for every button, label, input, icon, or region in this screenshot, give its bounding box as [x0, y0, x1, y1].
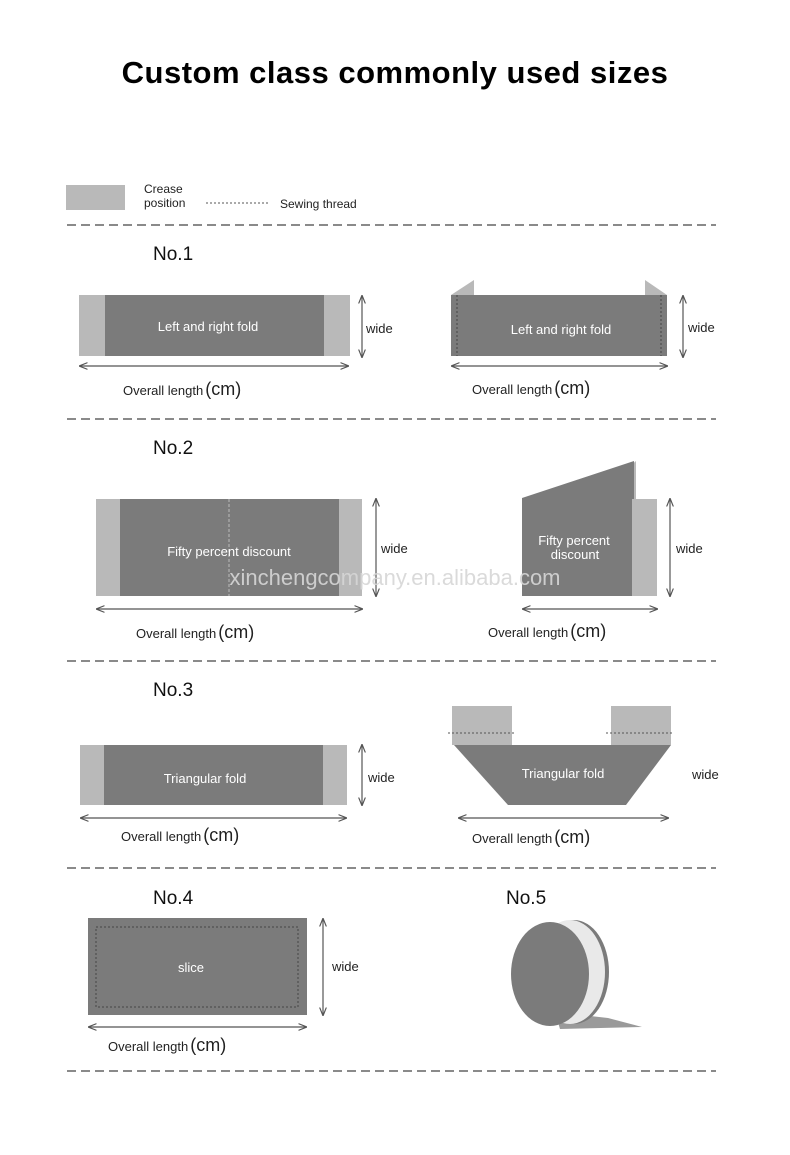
no3-flat-caption: Triangular fold [164, 771, 247, 786]
unit-text: (cm) [554, 378, 590, 398]
no3-flat-length-label: Overall length(cm) [121, 825, 239, 845]
section-number-4: No.4 [153, 888, 194, 909]
legend-sewing-label: Sewing thread [280, 197, 357, 211]
unit-text: (cm) [203, 825, 239, 845]
overall-length-text: Overall length [488, 625, 568, 640]
no2-flat-caption: Fifty percent discount [167, 544, 291, 559]
no3-flat-band: Triangular fold [80, 745, 347, 805]
overall-length-text: Overall length [108, 1039, 188, 1054]
overall-length-text: Overall length [472, 382, 552, 397]
no3-folded-caption: Triangular fold [522, 766, 605, 781]
no2-flat-band: Fifty percent discount [96, 499, 362, 596]
overall-length-text: Overall length [472, 831, 552, 846]
no1-folded-caption: Left and right fold [511, 322, 611, 337]
unit-text: (cm) [570, 621, 606, 641]
no3-folded-wide-label: wide [691, 767, 719, 782]
crease-swatch [66, 185, 125, 210]
overall-length-text: Overall length [123, 383, 203, 398]
no2-folded-caption-2: discount [551, 547, 600, 562]
no1-flat-caption: Left and right fold [158, 319, 258, 334]
no4-wide-label: wide [331, 959, 359, 974]
unit-text: (cm) [205, 379, 241, 399]
no1-folded-length-label: Overall length(cm) [472, 378, 590, 398]
no1-flat-band: Left and right fold [79, 295, 350, 356]
no4-slice: slice [88, 918, 307, 1015]
section-dividers [67, 224, 716, 1072]
overall-length-text: Overall length [121, 829, 201, 844]
watermark: xinchengcompany.en.alibaba.com [229, 565, 560, 590]
section-number-2: No.2 [153, 438, 193, 459]
section-number-5: No.5 [506, 888, 546, 909]
no1-flat-length-label: Overall length(cm) [123, 379, 241, 399]
no2-flat-length-label: Overall length(cm) [136, 622, 254, 642]
no4-caption: slice [178, 960, 204, 975]
no2-folded-wide-label: wide [675, 541, 703, 556]
no5-roll [511, 920, 642, 1029]
no3-flat-wide-label: wide [367, 770, 395, 785]
no2-folded-caption-1: Fifty percent [538, 533, 610, 548]
section-number-1: No.1 [153, 244, 193, 265]
legend: Crease position Sewing thread [66, 182, 357, 211]
no1-flat-wide-label: wide [365, 321, 393, 336]
legend-crease-label-1: Crease [144, 182, 183, 196]
no2-folded-band: Fifty percent discount [522, 461, 657, 596]
unit-text: (cm) [190, 1035, 226, 1055]
no2-folded-length-label: Overall length(cm) [488, 621, 606, 641]
legend-crease-label-2: position [144, 196, 185, 210]
no3-folded-length-label: Overall length(cm) [472, 827, 590, 847]
no4-length-label: Overall length(cm) [108, 1035, 226, 1055]
no1-folded-band: Left and right fold [451, 280, 667, 356]
section-number-3: No.3 [153, 680, 193, 701]
overall-length-text: Overall length [136, 626, 216, 641]
no3-folded-band: Triangular fold [448, 706, 674, 805]
section-numbers: No.1 No.2 No.3 No.4 No.5 [153, 244, 546, 909]
no2-flat-wide-label: wide [380, 541, 408, 556]
no1-folded-wide-label: wide [687, 320, 715, 335]
unit-text: (cm) [554, 827, 590, 847]
unit-text: (cm) [218, 622, 254, 642]
page-title: Custom class commonly used sizes [121, 55, 669, 90]
